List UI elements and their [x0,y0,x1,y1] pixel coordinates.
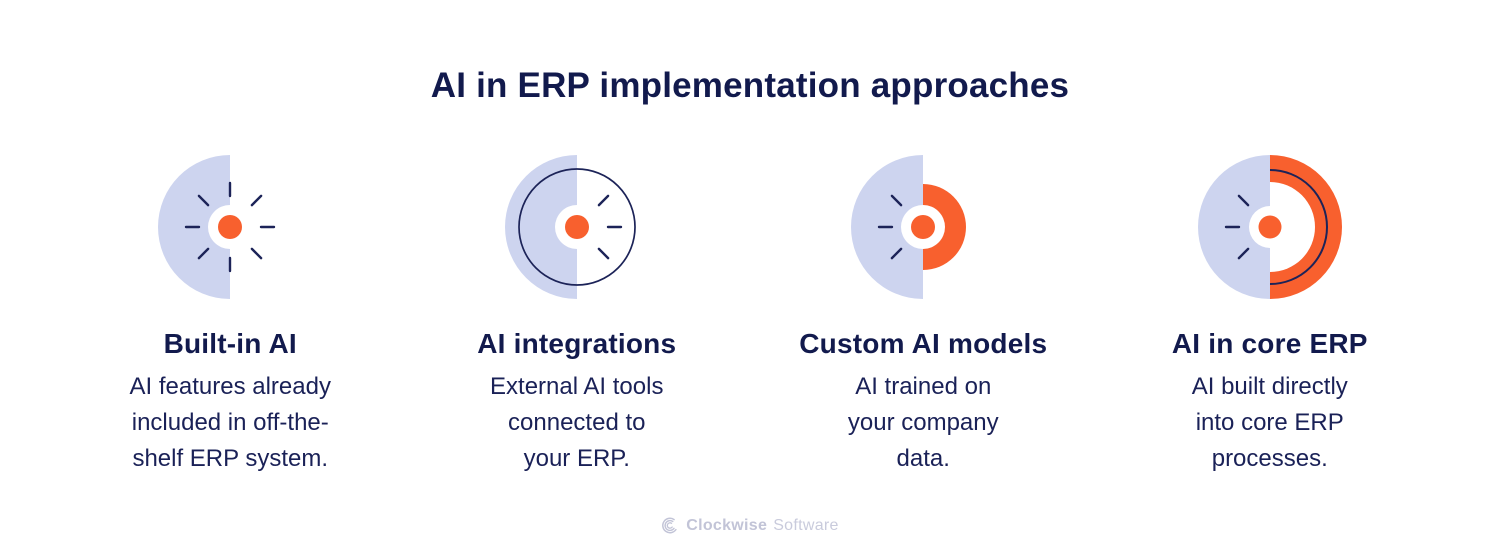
column-body-line: data. [896,445,950,472]
footer-brand: Clockwise Software [0,515,1500,536]
ai-core-erp-icon [1190,147,1350,307]
ai-integrations-icon [497,147,657,307]
column-heading: Built-in AI [163,328,297,359]
column-built-in-ai: Built-in AI AI features already included… [57,147,404,477]
column-body-line: included in off-the- [131,409,329,436]
column-body-line: your company [847,409,999,436]
column-body-line: AI trained on [855,373,992,400]
column-body-line: processes. [1211,445,1328,472]
column-body-line: into core ERP [1195,409,1344,436]
custom-ai-models-icon [843,147,1003,307]
column-ai-in-core-erp: AI in core ERP AI built directly into co… [1097,147,1444,477]
column-body-line: your ERP. [523,445,630,472]
column-body-line: AI built directly [1191,373,1348,400]
column-heading: AI integrations [477,328,677,359]
builtin-ai-icon [150,147,310,307]
column-heading: AI in core ERP [1171,328,1368,359]
column-heading: Custom AI models [799,328,1048,359]
column-body-line: AI features already [129,373,331,400]
column-custom-ai-models: Custom AI models AI trained on your comp… [750,147,1097,477]
approach-columns: Built-in AI AI features already included… [57,147,1443,477]
clockwise-logo-icon [661,515,680,536]
page-title: AI in ERP implementation approaches [430,66,1070,105]
column-body-line: connected to [508,409,646,436]
footer-brand-suffix: Software [773,516,839,534]
column-body-line: shelf ERP system. [132,445,329,472]
column-body-line: External AI tools [490,373,664,400]
column-ai-integrations: AI integrations External AI tools connec… [404,147,751,477]
footer-brand-name: Clockwise [686,516,768,534]
